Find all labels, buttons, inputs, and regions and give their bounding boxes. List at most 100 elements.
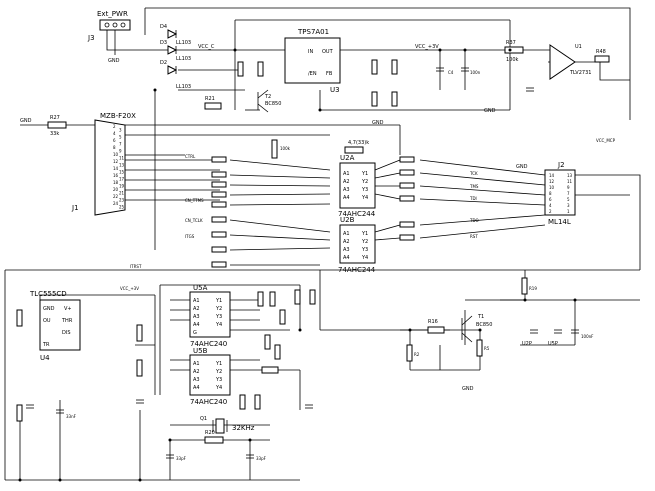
u2a-a4: A4 — [343, 195, 350, 201]
j2-pin-12: 12 — [549, 179, 555, 184]
u4-thr: THR — [61, 318, 73, 324]
resistor-r27: R27 33k — [47, 115, 67, 137]
j1-pin-6: 6 — [113, 138, 116, 143]
u2b-a3: A3 — [343, 247, 350, 253]
u1-ref: U1 — [575, 44, 582, 50]
u2b-a4: A4 — [343, 255, 350, 261]
j1-pin-10: 10 — [113, 152, 119, 157]
junction-dot — [168, 438, 172, 442]
junction-dot — [298, 328, 302, 332]
r27-ref: R27 — [50, 115, 60, 121]
u3-pin-en: /EN — [308, 71, 317, 77]
j1-pin-8: 8 — [113, 145, 116, 150]
junction-dot — [233, 48, 237, 52]
u5a-a2: A2 — [193, 306, 200, 312]
res-right-4 — [399, 221, 415, 228]
u2p-label: U2P — [522, 341, 532, 347]
vcc-mcp-label: VCC_MCP — [596, 138, 616, 143]
junction-dot — [478, 328, 482, 332]
r37-ref: R37 — [506, 40, 516, 46]
r2-value: 4,7(33)k — [348, 140, 369, 146]
wiring — [4, 7, 641, 481]
j1-pin-17: 17 — [119, 177, 125, 182]
resistor-r23: R19 — [521, 277, 537, 295]
r24-value: 100k — [280, 146, 291, 151]
u5p-label: U5P — [548, 341, 558, 347]
u3-pin-in: IN — [308, 49, 313, 55]
res-left-6 — [211, 231, 227, 238]
resistor-r16: R16 — [427, 319, 445, 334]
q1-value: 32KHz — [232, 424, 255, 432]
diode-d4: D4 LL103 — [160, 24, 191, 46]
u5a-a4: A4 — [193, 322, 200, 328]
u3-part: TPS7A01 — [297, 28, 329, 36]
u5b-part: 74AHC240 — [190, 398, 227, 406]
j1-pin-23: 23 — [119, 198, 125, 203]
r19-ref: R2 — [414, 352, 420, 357]
ic-u2b: U2B A1 A2 A3 A4 Y1 Y2 Y3 Y4 74AHC244 — [338, 216, 376, 274]
j2-pin-1: 1 — [567, 209, 570, 214]
u2b-y2: Y2 — [361, 239, 368, 245]
j1-name: MZB-F20X — [100, 112, 136, 120]
d3-ref: D3 — [160, 40, 167, 46]
u5b-y4: Y4 — [215, 385, 222, 391]
t1-part: BC850 — [476, 322, 492, 328]
c3-label: 100n — [470, 70, 481, 75]
r5-ref: R5 — [484, 346, 490, 351]
j3-gnd-label: GND — [108, 58, 120, 64]
u2b-y3: Y3 — [361, 247, 368, 253]
r37-value: 100k — [506, 57, 519, 63]
res-right-3 — [399, 195, 415, 202]
r20-ref: R20 — [205, 430, 215, 436]
res-left-1 — [211, 171, 227, 178]
capacitor-c13: 100nF — [571, 329, 594, 339]
d4-ref: D4 — [160, 24, 167, 30]
junction-dot — [138, 478, 142, 482]
sig-tdo: TDO — [469, 218, 479, 223]
resistor-r2: 4,7(33)k — [344, 140, 369, 154]
u4-part: TLC555CD — [29, 290, 67, 298]
j2-pin-14: 14 — [549, 173, 555, 178]
u2a-ref: U2A — [340, 154, 355, 162]
res-left-7 — [211, 246, 227, 253]
j1-pin-5: 5 — [119, 135, 122, 140]
res-left-5 — [211, 216, 227, 223]
u4-gnd: GND — [43, 306, 55, 312]
connector-j1: MZB-F20X J1 2345678910111213141516171819… — [71, 112, 136, 216]
d2-ref: D2 — [160, 60, 167, 66]
u2a-y3: Y3 — [361, 187, 368, 193]
u2a-y2: Y2 — [361, 179, 368, 185]
resistor-r19: R2 — [406, 344, 420, 362]
u5a-ref: U5A — [193, 284, 208, 292]
j2-pin-9: 9 — [567, 185, 570, 190]
vcc-u4-label: VCC_+3V — [120, 286, 139, 291]
j2-pin-13: 13 — [567, 173, 573, 178]
r21-ref: R21 — [205, 96, 215, 102]
u2a-y4: Y4 — [361, 195, 368, 201]
u5b-a1: A1 — [193, 361, 200, 367]
j1-ref: J1 — [71, 204, 79, 212]
u3-pin-out: OUT — [322, 49, 334, 55]
j1-pin-19: 19 — [119, 184, 125, 189]
sig-rst: RST — [470, 234, 478, 239]
j1-pin-4: 4 — [113, 131, 116, 136]
u4-dis: DIS — [62, 330, 71, 336]
u5a-y2: Y2 — [215, 306, 222, 312]
resistors-bottom-left — [16, 309, 144, 422]
resistor-r24: 100k — [271, 139, 291, 159]
resistor-r37: R37 100k — [504, 40, 524, 63]
ic-u3: TPS7A01 IN OUT /EN FB U3 — [284, 28, 341, 94]
u5a-y4: Y4 — [215, 322, 222, 328]
junction-dot — [573, 298, 577, 302]
j1-pin-3: 3 — [119, 128, 122, 133]
j2-pin-2: 2 — [549, 209, 552, 214]
u2a-part: 74AHC244 — [338, 210, 376, 218]
junction-dot — [508, 48, 512, 52]
resistor-r20: R20 — [204, 430, 224, 444]
j1-pin-13: 13 — [119, 163, 125, 168]
u5b-a2: A2 — [193, 369, 200, 375]
j1-pin-7: 7 — [119, 142, 122, 147]
u2b-y4: Y4 — [361, 255, 368, 261]
